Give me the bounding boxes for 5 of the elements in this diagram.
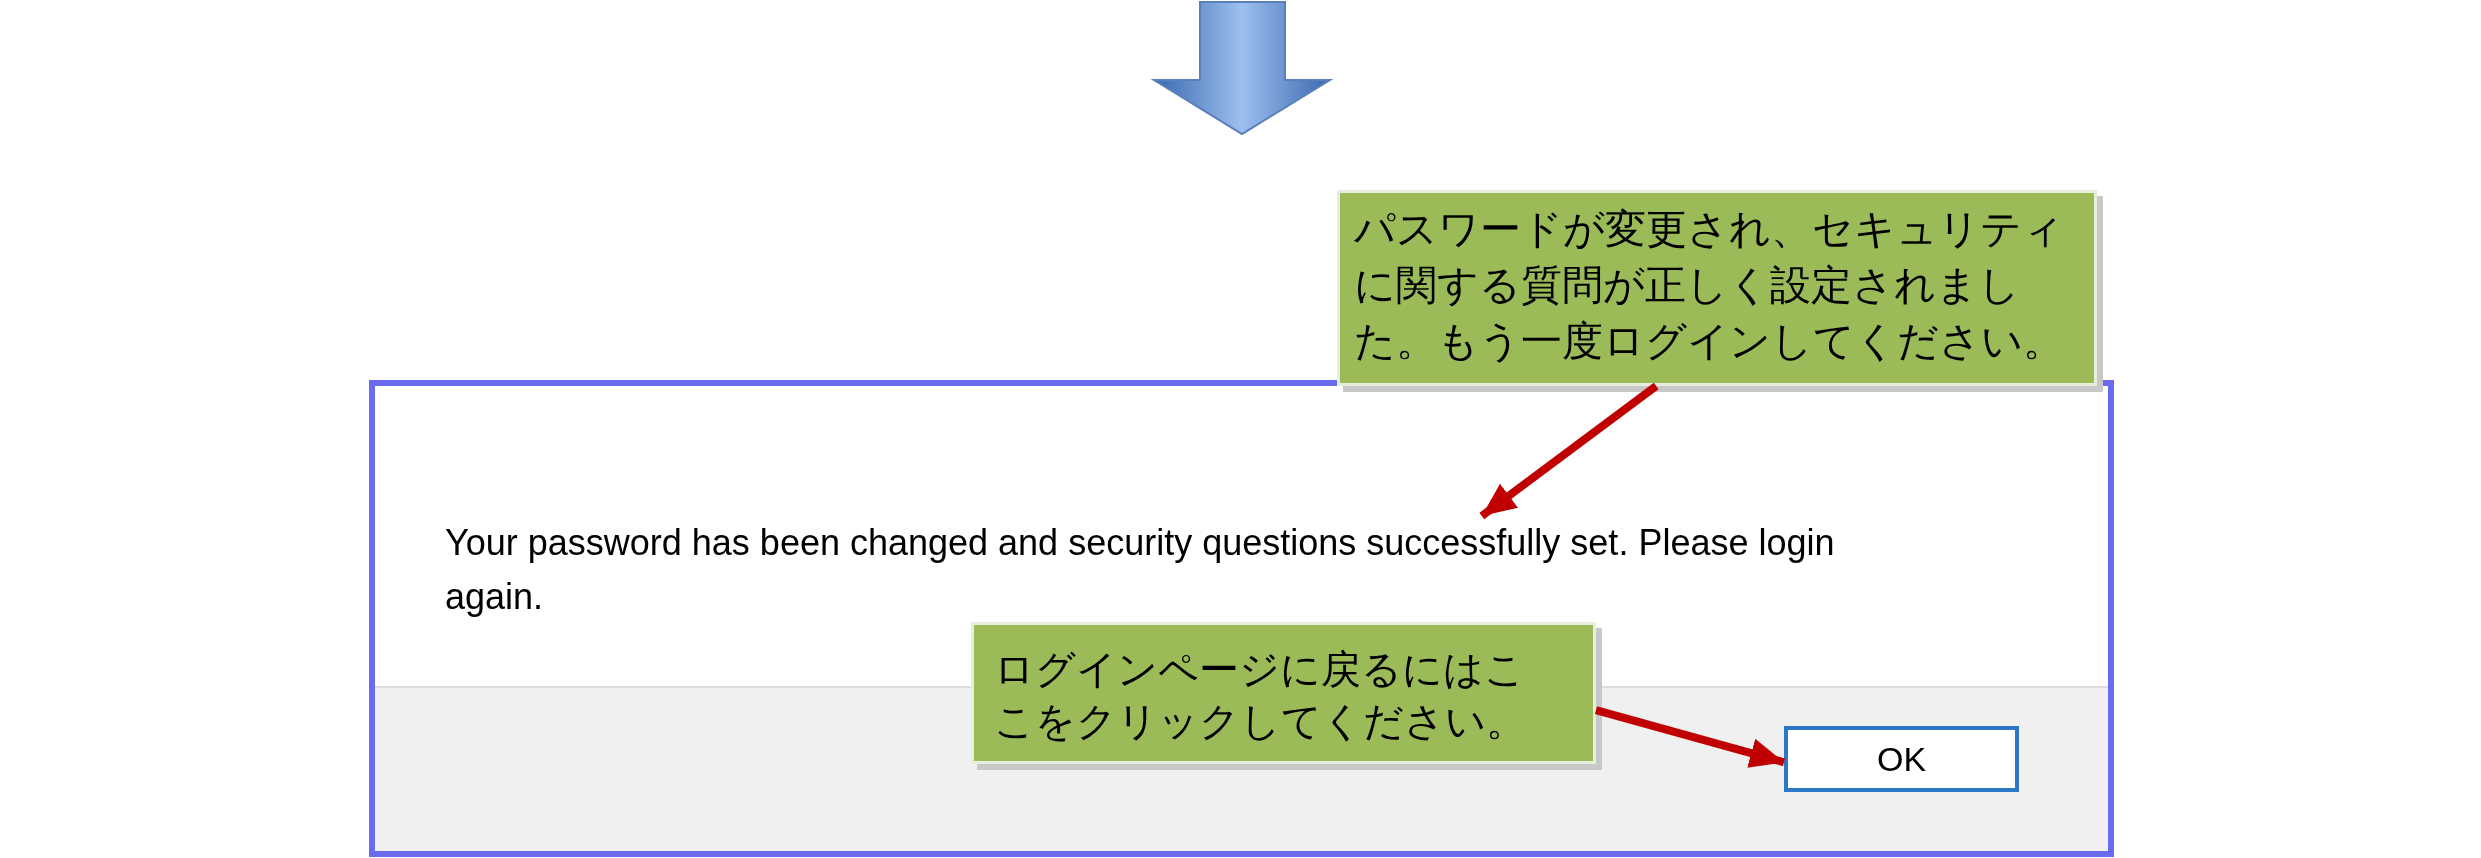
arrow	[1594, 706, 1786, 768]
arrow	[1479, 382, 1659, 520]
message-text: Your password has been changed and security questions successfully set. Please login again.	[445, 516, 1885, 624]
ok-button: OK	[1784, 726, 2019, 792]
dialog-box	[369, 380, 2114, 857]
